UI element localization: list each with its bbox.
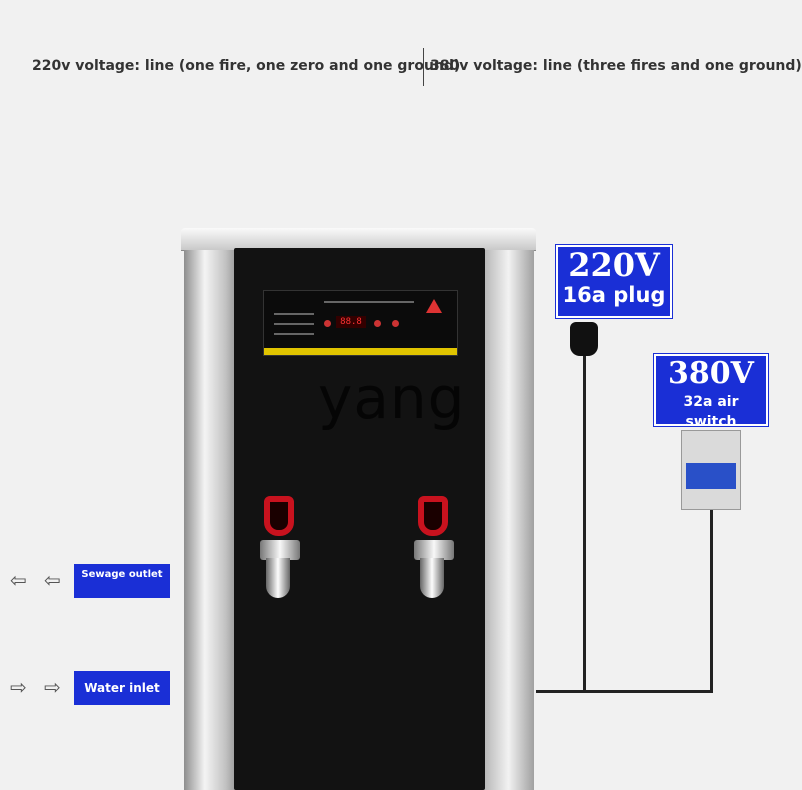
boiler-left-side xyxy=(184,250,236,790)
label-220v: 220V 16a plug xyxy=(556,245,672,318)
air-switch-icon xyxy=(681,430,741,510)
panel-button[interactable] xyxy=(324,320,331,327)
label-380v-switch: 32a air switch xyxy=(683,394,739,430)
tap-body xyxy=(260,540,300,560)
panel-text-line xyxy=(274,333,314,335)
tap-handle[interactable] xyxy=(418,496,448,536)
panel-stripe xyxy=(264,348,457,355)
caption-divider xyxy=(423,48,424,86)
tap-spout xyxy=(420,558,444,598)
panel-display: 88.8 xyxy=(336,316,366,328)
tap-right[interactable] xyxy=(412,496,458,606)
brand-watermark: yang xyxy=(318,364,466,432)
panel-text-line xyxy=(324,301,414,303)
caption-380v: 380v voltage: line (three fires and one … xyxy=(430,58,802,74)
panel-button[interactable] xyxy=(392,320,399,327)
plug-cable xyxy=(536,690,586,693)
warning-triangle-icon xyxy=(426,299,442,313)
arrow-left-icon: ⇦ xyxy=(44,570,61,592)
switch-cable xyxy=(710,508,713,692)
tap-handle[interactable] xyxy=(264,496,294,536)
arrow-left-icon: ⇦ xyxy=(10,570,27,592)
panel-text-line xyxy=(274,313,314,315)
plug-cable xyxy=(583,356,586,692)
label-220v-plug: 16a plug xyxy=(562,283,666,307)
panel-text-line xyxy=(274,323,314,325)
tap-body xyxy=(414,540,454,560)
label-220v-voltage: 220V xyxy=(568,246,660,284)
sewage-outlet-label: Sewage outlet xyxy=(74,564,170,598)
plug-icon xyxy=(570,322,598,356)
water-boiler: 88.8 xyxy=(181,228,536,790)
air-switch-body xyxy=(686,463,736,489)
water-inlet-label: Water inlet xyxy=(74,671,170,705)
label-380v: 380V 32a air switch xyxy=(654,354,768,430)
control-panel: 88.8 xyxy=(263,290,458,356)
boiler-right-side xyxy=(483,250,534,790)
switch-cable xyxy=(586,690,713,693)
tap-spout xyxy=(266,558,290,598)
panel-button[interactable] xyxy=(374,320,381,327)
arrow-right-icon: ⇨ xyxy=(44,677,61,699)
label-380v-voltage: 380V xyxy=(668,356,754,391)
caption-220v: 220v voltage: line (one fire, one zero a… xyxy=(32,58,461,74)
tap-left[interactable] xyxy=(258,496,304,606)
arrow-right-icon: ⇨ xyxy=(10,677,27,699)
